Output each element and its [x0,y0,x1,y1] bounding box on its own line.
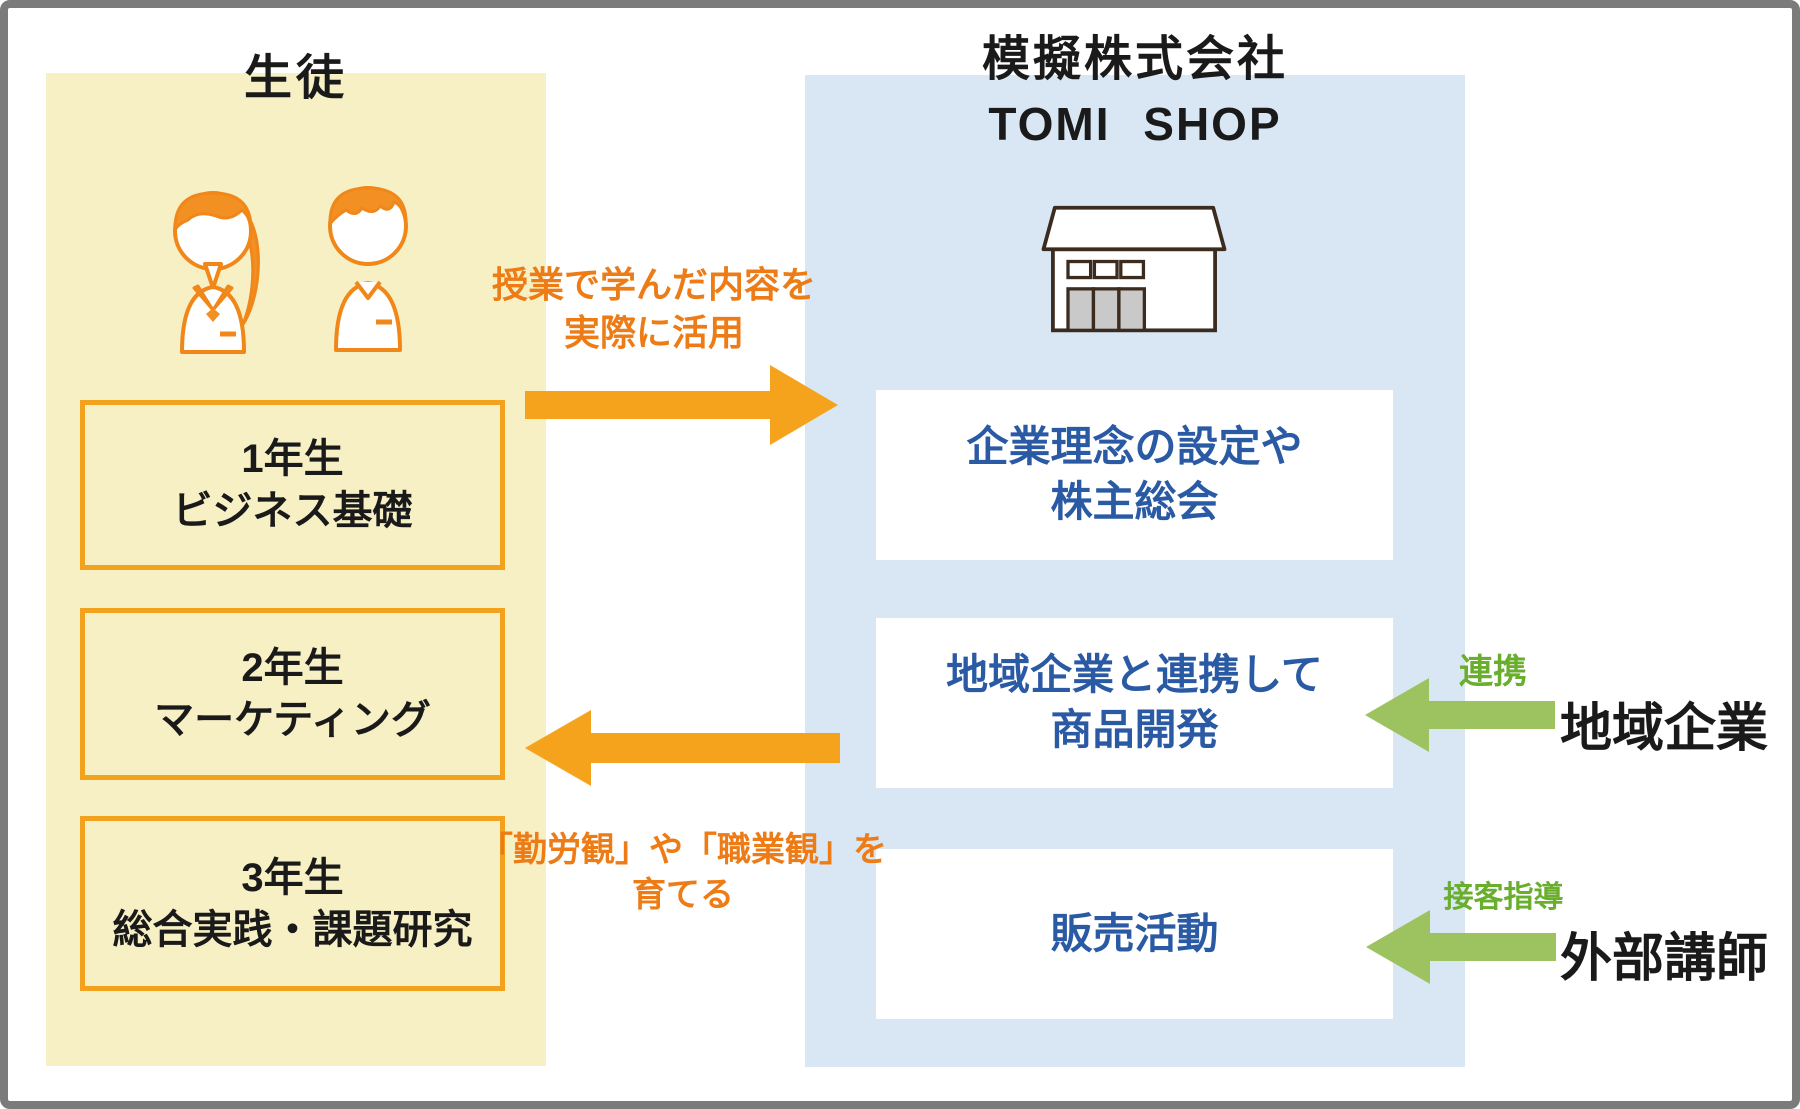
arrow-students-to-company [525,363,840,448]
external-lecturer-label: 外部講師 [1560,930,1769,988]
arrow-company-to-students [525,708,840,788]
company-name-en: TOMI SHOP [988,97,1282,150]
company-name-jp: 模擬株式会社 [981,33,1288,86]
activity-box-2: 地域企業と連携して 商品開発 [876,618,1393,788]
grade-1-line1: 1年生 [241,437,344,481]
grade-2-line2: マーケティング [154,698,431,742]
activity-1-line2: 株主総会 [1050,478,1219,525]
activity-2-line1: 地域企業と連携して [946,651,1323,699]
students-panel-title: 生徒 [243,52,348,105]
flow-to-students-line1: 「勤労観」や「職業観」を [479,831,887,869]
flow-to-company-line2: 実際に活用 [563,311,744,353]
external-lecturer-arrow-label: 接客指導 [1443,881,1564,914]
flow-label-to-company: 授業で学んだ内容を 実際に活用 [454,261,854,357]
grade-1-line2: ビジネス基礎 [172,489,413,533]
activity-1-line1: 企業理念の設定や [966,423,1303,471]
student-boy-icon [310,170,426,354]
activity-box-3: 販売活動 [876,849,1393,1019]
flow-to-students-line2: 育てる [632,876,734,915]
flow-label-to-students: 「勤労観」や「職業観」を 育てる [473,828,893,918]
grade-box-2: 2年生 マーケティング [80,608,505,780]
activity-box-1: 企業理念の設定や 株主総会 [876,390,1393,560]
arrow-external-lecturer [1366,908,1556,986]
student-girl-icon [158,176,270,356]
grade-3-line2: 総合実践・課題研究 [112,907,473,952]
store-icon [1039,204,1229,336]
flow-to-company-line1: 授業で学んだ内容を [491,264,816,305]
activity-3-line1: 販売活動 [1050,909,1219,957]
activity-2-line2: 商品開発 [1050,706,1219,753]
company-panel-title: 模擬株式会社 TOMI SHOP [805,33,1465,150]
arrow-regional-company [1365,676,1555,754]
regional-company-label: 地域企業 [1560,700,1769,758]
grade-3-line1: 3年生 [241,855,344,900]
grade-box-1: 1年生 ビジネス基礎 [80,400,505,570]
grade-box-3: 3年生 総合実践・課題研究 [80,816,505,991]
regional-company-arrow-label: 連携 [1459,653,1527,691]
grade-2-line1: 2年生 [241,646,344,690]
